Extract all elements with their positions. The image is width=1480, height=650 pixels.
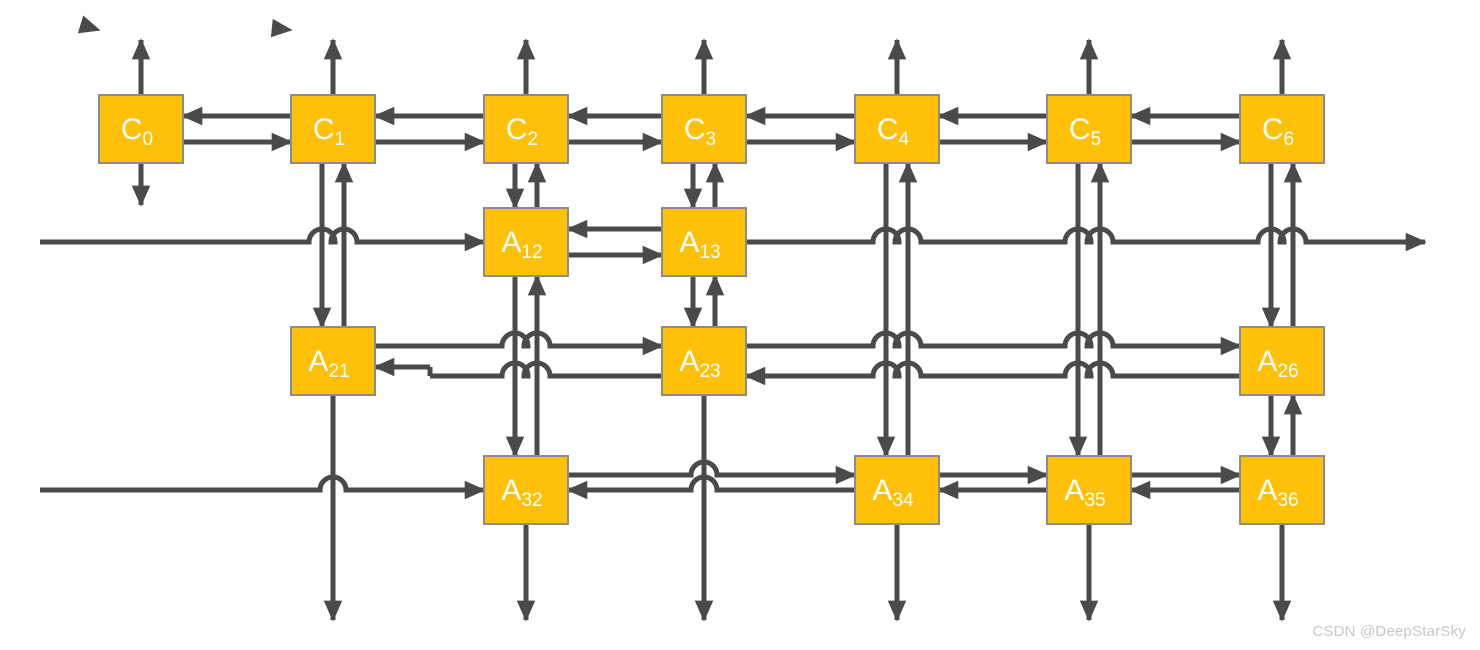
- node-rect-c1: [290, 94, 376, 164]
- node-subscript: 36: [1277, 490, 1298, 511]
- node-label-a32: A32: [501, 474, 542, 511]
- node-a23[interactable]: A23: [661, 326, 747, 396]
- node-label-c1: C1: [313, 113, 345, 150]
- watermark-label: CSDN @DeepStarSky: [1312, 623, 1466, 640]
- node-a21[interactable]: A21: [290, 326, 376, 396]
- node-subscript: 21: [328, 361, 349, 382]
- node-subscript: 26: [1277, 361, 1298, 382]
- node-label-a35: A35: [1064, 474, 1105, 511]
- node-subscript: 35: [1084, 490, 1105, 511]
- node-subscript: 4: [899, 129, 910, 150]
- a23-a26: [746, 330, 1242, 356]
- node-a36[interactable]: A36: [1239, 455, 1325, 525]
- a26-a23: [744, 360, 1240, 386]
- node-label-c0: C0: [121, 113, 153, 150]
- node-subscript: 13: [699, 242, 720, 263]
- node-rect-a32: [483, 455, 569, 525]
- node-c3[interactable]: C3: [661, 94, 747, 164]
- node-label-a36: A36: [1257, 474, 1298, 511]
- node-label-c4: C4: [877, 113, 910, 150]
- node-label-a34: A34: [872, 474, 914, 511]
- node-rect-a21: [290, 326, 376, 396]
- node-label-a12: A12: [501, 226, 542, 263]
- node-rect-c2: [483, 94, 569, 164]
- a21-a23: [375, 330, 664, 356]
- node-subscript: 1: [335, 129, 346, 150]
- node-a12[interactable]: A12: [483, 207, 569, 277]
- row3-west-out: [40, 474, 486, 500]
- node-a32[interactable]: A32: [483, 455, 569, 525]
- node-rect-c0: [98, 94, 184, 164]
- node-rect-a12: [483, 207, 569, 277]
- node-subscript: 12: [521, 242, 542, 263]
- node-subscript: 2: [528, 129, 539, 150]
- node-label-c6: C6: [1262, 113, 1294, 150]
- node-label-c2: C2: [506, 113, 538, 150]
- node-rect-a23: [661, 326, 747, 396]
- node-subscript: 32: [521, 490, 542, 511]
- node-rect-a35: [1046, 455, 1132, 525]
- node-subscript: 0: [143, 129, 154, 150]
- node-subscript: 3: [706, 129, 717, 150]
- a34-a32: [566, 474, 855, 500]
- node-label-a13: A13: [679, 226, 720, 263]
- node-label-a26: A26: [1257, 345, 1298, 382]
- node-label-a23: A23: [679, 345, 720, 382]
- node-a35[interactable]: A35: [1046, 455, 1132, 525]
- node-rect-c5: [1046, 94, 1132, 164]
- node-a26[interactable]: A26: [1239, 326, 1325, 396]
- node-c1[interactable]: C1: [290, 94, 376, 164]
- node-label-a21: A21: [308, 345, 349, 382]
- a23-a21-run: [430, 360, 662, 379]
- node-label-c3: C3: [684, 113, 716, 150]
- node-a13[interactable]: A13: [661, 207, 747, 277]
- node-a34[interactable]: A34: [854, 455, 940, 525]
- node-subscript: 5: [1091, 129, 1102, 150]
- node-rect-c3: [661, 94, 747, 164]
- node-rect-a34: [854, 455, 940, 525]
- node-subscript: 23: [699, 361, 720, 382]
- wire-layer: [40, 38, 1427, 622]
- row1-west-out: [40, 226, 486, 252]
- node-c0[interactable]: C0: [98, 94, 184, 164]
- node-rect-c4: [854, 94, 940, 164]
- row1-east-out: [746, 226, 1427, 252]
- node-rect-a26: [1239, 326, 1325, 396]
- node-c6[interactable]: C6: [1239, 94, 1325, 164]
- node-rect-a36: [1239, 455, 1325, 525]
- node-rect-c6: [1239, 94, 1325, 164]
- node-rect-a13: [661, 207, 747, 277]
- node-c2[interactable]: C2: [483, 94, 569, 164]
- a32-a34: [568, 459, 857, 485]
- node-c4[interactable]: C4: [854, 94, 940, 164]
- node-c5[interactable]: C5: [1046, 94, 1132, 164]
- node-label-c5: C5: [1069, 113, 1101, 150]
- node-subscript: 6: [1284, 129, 1295, 150]
- node-subscript: 34: [892, 490, 914, 511]
